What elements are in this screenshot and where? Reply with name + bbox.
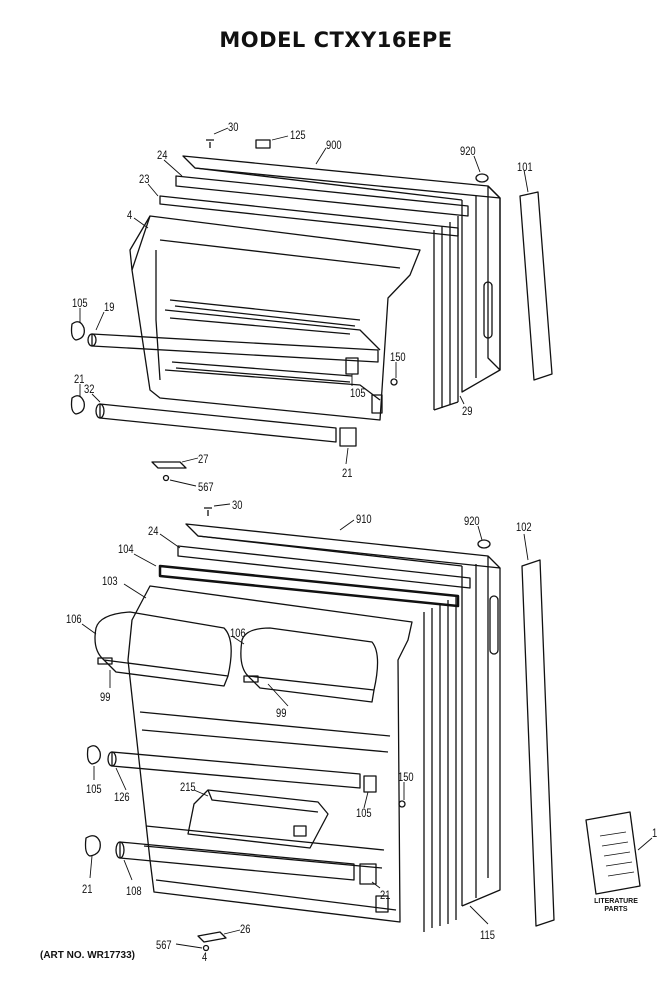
callout-150-bottom: 150 xyxy=(398,770,414,784)
freezer-gasket xyxy=(159,175,469,411)
callout-920-top: 920 xyxy=(460,144,476,158)
callout-215: 215 xyxy=(180,780,196,794)
callout-19: 19 xyxy=(104,300,115,314)
callout-24-top: 24 xyxy=(157,148,168,162)
callout-30-bottom: 30 xyxy=(232,498,243,512)
callout-910: 910 xyxy=(356,512,372,526)
fresh-food-door-liner xyxy=(127,585,413,923)
literature-label-line1: LITERATURE xyxy=(594,898,638,905)
callout-24-bottom: 24 xyxy=(148,524,159,538)
door-shelf-bar-108 xyxy=(115,841,355,881)
callout-108: 108 xyxy=(126,884,142,898)
art-number: (ART NO. WR17733) xyxy=(40,950,136,961)
callout-30-top: 30 xyxy=(228,120,239,134)
shelf-clip-105c xyxy=(86,745,101,765)
shelf-clip-21a xyxy=(70,395,85,415)
callout-126: 126 xyxy=(114,790,130,804)
callout-4-bottom: 4 xyxy=(202,950,208,964)
callout-102: 102 xyxy=(516,520,532,534)
leader-lines-bottom xyxy=(81,503,653,949)
callout-567-top: 567 xyxy=(198,480,214,494)
door-end-cap-101 xyxy=(519,191,553,381)
door-shelf-bar-126 xyxy=(107,751,361,789)
freezer-shelf-bar-19 xyxy=(87,333,379,363)
callout-32: 32 xyxy=(84,382,95,396)
plug-920-bottom xyxy=(477,539,491,549)
dairy-bin-right-106 xyxy=(240,627,379,703)
leader-lines-top xyxy=(79,127,529,487)
fresh-food-gasket xyxy=(158,545,471,932)
literature-label: LITERATURE PARTS xyxy=(586,898,646,914)
callout-1: 1 xyxy=(652,826,658,840)
callout-21-b: 21 xyxy=(342,466,353,480)
diagram-title: MODEL CTXY16EPE xyxy=(219,28,453,52)
callout-115: 115 xyxy=(480,928,495,942)
freezer-door-assembly xyxy=(70,127,553,487)
callout-900: 900 xyxy=(326,138,342,152)
screw-30-bottom xyxy=(204,507,212,516)
bracket-27 xyxy=(151,461,187,469)
fresh-food-outer-door xyxy=(185,523,501,907)
callout-105-b: 105 xyxy=(350,386,366,400)
screw-30-top xyxy=(206,139,214,148)
callout-920-bottom: 920 xyxy=(464,514,480,528)
callout-4-top: 4 xyxy=(127,208,133,222)
shelf-clip-105d xyxy=(363,775,377,793)
shelf-clip-21c xyxy=(84,835,101,857)
callout-21-d: 21 xyxy=(380,888,391,902)
callout-29: 29 xyxy=(462,404,473,418)
freezer-door-liner xyxy=(129,215,421,421)
literature-label-line2: PARTS xyxy=(604,906,628,913)
freezer-outer-door xyxy=(182,155,501,393)
shelf-clip-21b xyxy=(339,427,357,447)
callout-101: 101 xyxy=(517,160,533,174)
screw-567-top xyxy=(162,474,170,482)
plug-920-top xyxy=(475,173,489,183)
callout-106-a: 106 xyxy=(66,612,82,626)
shelf-clip-21d xyxy=(359,863,377,885)
screw-150-top xyxy=(390,378,398,386)
bracket-26 xyxy=(197,931,227,943)
callout-99-b: 99 xyxy=(276,706,287,720)
callout-105-d: 105 xyxy=(356,806,372,820)
dairy-bin-left-106 xyxy=(94,611,232,687)
screw-150-bottom xyxy=(398,800,406,808)
shelf-clip-105a xyxy=(70,321,85,341)
callout-23: 23 xyxy=(139,172,150,186)
callout-105-a: 105 xyxy=(72,296,88,310)
door-end-cap-102 xyxy=(521,559,555,927)
callout-567-bottom: 567 xyxy=(156,938,172,952)
callout-106-b: 106 xyxy=(230,626,246,640)
fresh-food-door-assembly xyxy=(81,503,653,952)
callout-99-a: 99 xyxy=(100,690,111,704)
callout-21-a: 21 xyxy=(74,372,85,386)
part-125 xyxy=(255,139,271,149)
freezer-shelf-bar-32 xyxy=(95,403,337,443)
screw-4-bottom xyxy=(202,944,210,952)
door-bin-215 xyxy=(187,789,329,849)
callout-27: 27 xyxy=(198,452,209,466)
callout-103: 103 xyxy=(102,574,118,588)
callout-150-top: 150 xyxy=(390,350,406,364)
literature-parts-booklet xyxy=(585,811,641,895)
callout-105-c: 105 xyxy=(86,782,102,796)
callout-104: 104 xyxy=(118,542,134,556)
callout-21-c: 21 xyxy=(82,882,93,896)
callout-125: 125 xyxy=(290,128,306,142)
callout-26: 26 xyxy=(240,922,251,936)
